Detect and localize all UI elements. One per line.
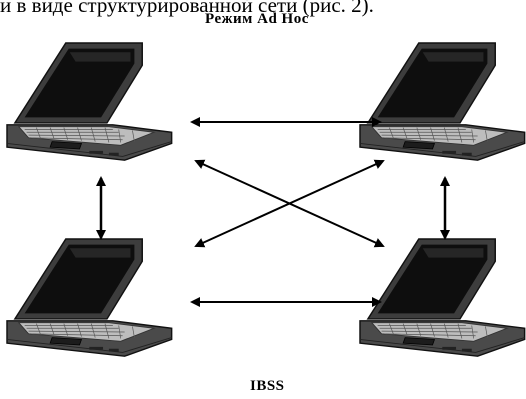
network-type-label: IBSS [250,378,285,394]
caption-fragment: и в виде структурированной сети (рис. 2)… [0,0,374,17]
diagram-title: Режим Ad Hoc [205,11,309,27]
laptop-top-left [6,42,173,161]
laptop-top-right [359,42,526,161]
laptop-bottom-left [6,238,173,357]
arrow-top-right-to-bottom-left [194,159,385,248]
laptop-bottom-right [359,238,526,357]
